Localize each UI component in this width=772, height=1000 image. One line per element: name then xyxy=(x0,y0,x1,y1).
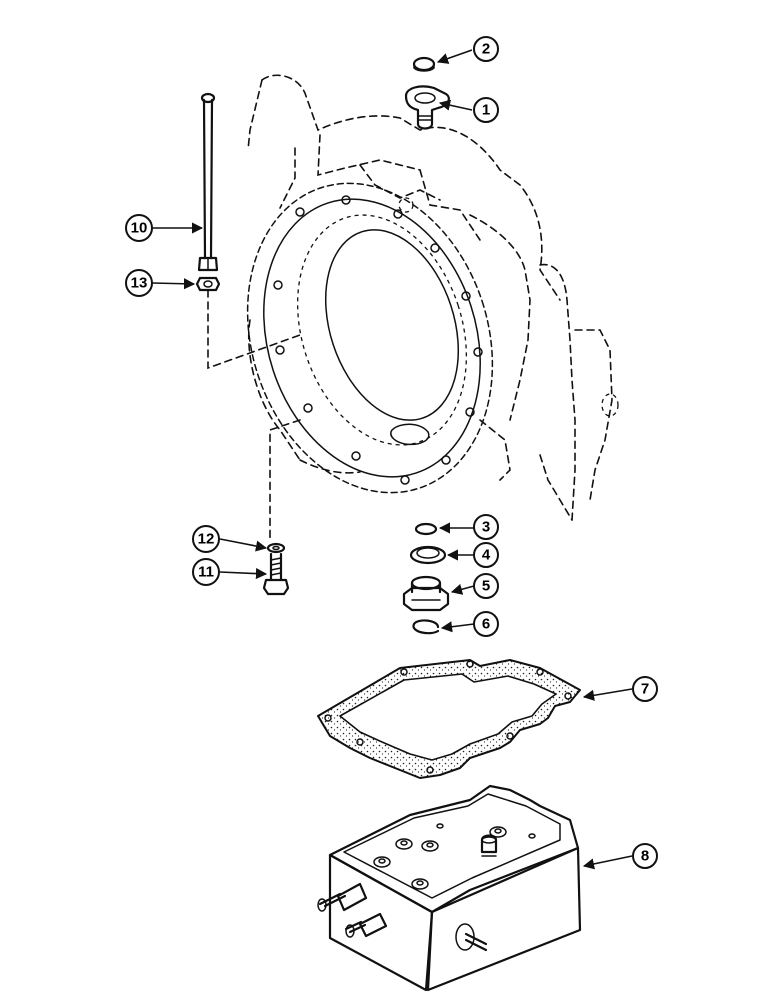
part-1-fitting xyxy=(404,85,450,130)
callout-3-label: 3 xyxy=(482,519,490,536)
callout-6-label: 6 xyxy=(482,616,490,633)
callout-7-label: 7 xyxy=(641,681,649,698)
callout-5-label: 5 xyxy=(482,578,490,595)
callout-8-label: 8 xyxy=(641,848,649,865)
flange-bolt-holes xyxy=(273,195,483,485)
callout-1: 1 xyxy=(473,97,499,123)
callout-11-label: 11 xyxy=(198,564,214,581)
callout-2: 2 xyxy=(473,36,499,62)
part-4-seal xyxy=(409,545,447,565)
callout-10: 10 xyxy=(125,214,153,242)
callout-6: 6 xyxy=(473,611,499,637)
callout-5: 5 xyxy=(473,573,499,599)
part-2-plug xyxy=(412,56,436,72)
callout-2-label: 2 xyxy=(482,41,490,58)
callout-12: 12 xyxy=(192,525,220,553)
part-8-valve-body xyxy=(317,784,582,992)
callout-13-label: 13 xyxy=(131,275,148,292)
callout-13: 13 xyxy=(125,269,153,297)
transmission-housing xyxy=(246,74,619,521)
callout-10-label: 10 xyxy=(131,220,148,237)
assembly-line-lower xyxy=(269,419,301,541)
assembly-line-upper xyxy=(207,289,301,370)
callout-7: 7 xyxy=(632,676,658,702)
callout-8: 8 xyxy=(632,843,658,869)
part-10-rod xyxy=(197,92,219,272)
callout-1-label: 1 xyxy=(482,102,490,119)
callout-4: 4 xyxy=(473,542,499,568)
callout-arrows xyxy=(151,49,633,870)
part-7-gasket xyxy=(317,659,581,779)
part-6-snap-ring xyxy=(412,619,440,635)
part-12-washer xyxy=(266,542,286,554)
part-5-threaded-plug xyxy=(402,575,450,612)
callout-4-label: 4 xyxy=(482,547,491,564)
callout-12-label: 12 xyxy=(198,531,215,548)
part-3-oring xyxy=(414,522,438,536)
part-13-nut xyxy=(195,276,221,292)
part-11-bolt xyxy=(262,552,290,596)
callout-11: 11 xyxy=(192,558,220,586)
callout-3: 3 xyxy=(473,514,499,540)
